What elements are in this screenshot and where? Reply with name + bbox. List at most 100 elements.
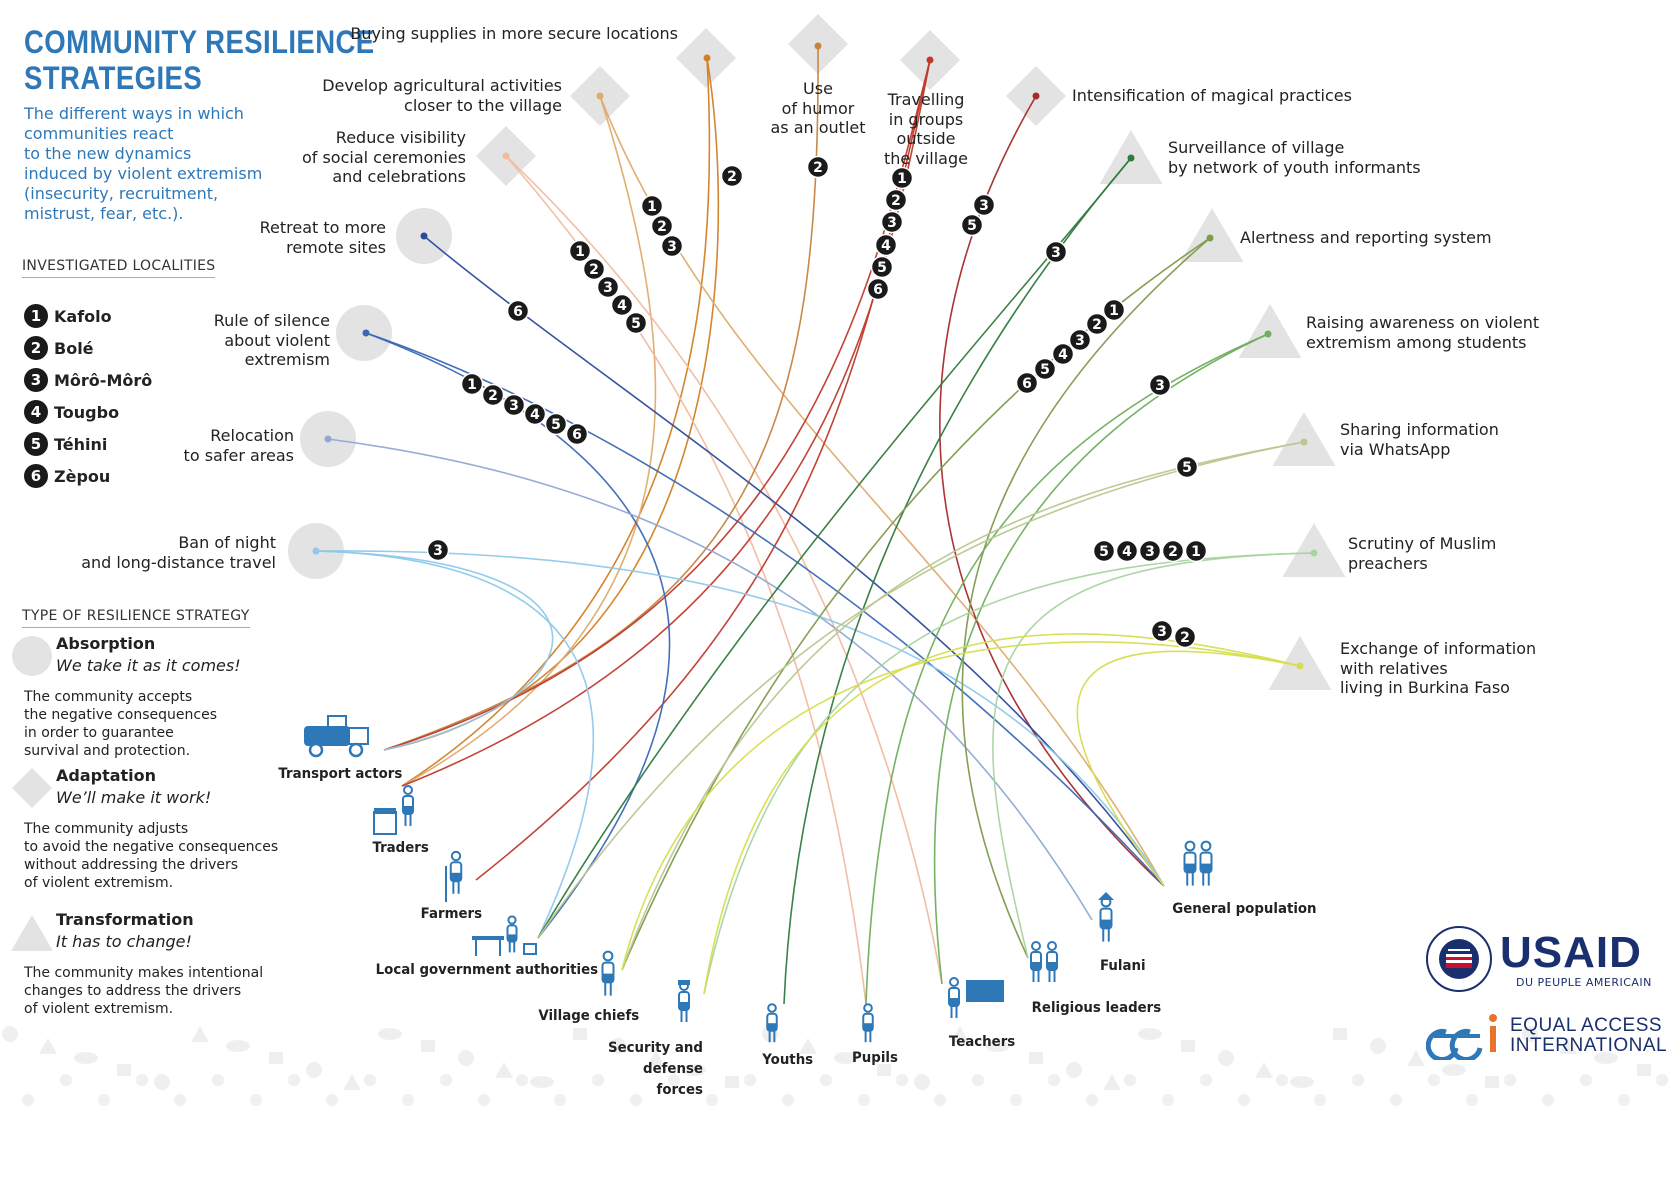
locality-badge: 2	[806, 155, 830, 179]
locality-badge-number: 3	[1075, 333, 1085, 349]
link-scrutiny-to-security	[703, 552, 1315, 995]
link-whatsapp-to-localgov	[537, 441, 1305, 939]
strategy-label-exchange: Exchange of information with relatives l…	[1340, 639, 1537, 697]
locality-badge-number: 2	[589, 262, 599, 278]
locality-badge-number: 4	[881, 238, 891, 254]
locality-badge-number: 5	[877, 260, 887, 276]
locality-badge: 3	[502, 393, 526, 417]
locality-badge-number: 1	[647, 199, 657, 215]
link-scrutiny-to-religious	[992, 552, 1315, 959]
locality-badge-number: 5	[1182, 460, 1192, 476]
link-exchange-to-general	[1076, 650, 1301, 887]
strategy-dot-agri	[596, 92, 604, 100]
locality-badge: 4	[523, 402, 547, 426]
locality-badge-number: 1	[897, 171, 907, 187]
locality-badge-number: 5	[1099, 544, 1109, 560]
circle-shape-icon	[12, 636, 52, 676]
locality-badge-number: 2	[1180, 630, 1190, 646]
locality-badge-number: 2	[727, 169, 737, 185]
locality-badge-number: 3	[1051, 245, 1061, 261]
eai-mark-icon	[1426, 1014, 1497, 1060]
strategy-dot-ban	[312, 547, 320, 555]
locality-badge: 5	[960, 213, 984, 237]
link-awareness-to-teachers	[933, 333, 1269, 985]
locality-badge: 1	[460, 372, 484, 396]
strategy-label-humor: Use of humor as an outlet	[770, 79, 866, 137]
link-alertness-to-chiefs	[621, 237, 1211, 971]
strategy-dot-silence	[362, 329, 370, 337]
locality-badge: 2	[720, 164, 744, 188]
locality-badge-number: 5	[631, 316, 641, 332]
strategy-dot-humor	[814, 42, 822, 50]
strategy-label-relocation: Relocation to safer areas	[183, 426, 294, 465]
strategy-dot-visibility	[502, 152, 510, 160]
locality-badge-number: 6	[1022, 376, 1032, 392]
strategy-type-description: The community accepts the negative conse…	[24, 689, 217, 759]
strategy-dot-relocation	[324, 435, 332, 443]
locality-number-badge: 6	[24, 464, 48, 488]
strategy-dot-scrutiny	[1310, 549, 1318, 557]
fulani-icon	[1098, 892, 1114, 942]
strategy-dot-whatsapp	[1300, 438, 1308, 446]
strategy-dot-surveillance	[1127, 154, 1135, 162]
triangle-shape-icon	[11, 915, 52, 951]
locality-badge: 6	[565, 422, 589, 446]
actor-label-localgov: Local government authorities	[375, 962, 599, 978]
strategy-label-silence: Rule of silence about violent extremism	[213, 311, 330, 369]
security-icon	[678, 980, 690, 1022]
strategy-label-visibility: Reduce visibility of social ceremonies a…	[301, 128, 466, 186]
locality-badge-number: 2	[657, 219, 667, 235]
pupils-icon	[862, 1003, 874, 1043]
locality-number-badge: 3	[24, 368, 48, 392]
locality-name: Zèpou	[54, 466, 111, 486]
locality-badge-number: 3	[1155, 378, 1165, 394]
locality-badge-number: 3	[887, 215, 897, 231]
locality-badge: 5	[1175, 455, 1199, 479]
locality-number-badge: 1	[24, 304, 48, 328]
general-icon	[1183, 840, 1213, 886]
locality-name: Bolé	[54, 338, 94, 358]
actor-label-transport: Transport actors	[278, 766, 403, 782]
locality-badge: 6	[866, 277, 890, 301]
usaid-logo: USAID DU PEUPLE AMERICAIN	[1424, 924, 1654, 994]
link-surveillance-to-localgov	[537, 157, 1132, 939]
link-ban-to-transport	[315, 550, 554, 751]
locality-badge: 2	[1085, 312, 1109, 336]
link-humor-to-transport	[383, 45, 819, 751]
locality-badge: 2	[650, 214, 674, 238]
link-exchange-to-chiefs	[621, 641, 1301, 971]
locality-badge-number: 3	[979, 198, 989, 214]
strategy-label-groups: Travelling in groups outside the village	[884, 90, 968, 168]
diamond-shape-icon	[12, 768, 52, 808]
locality-badge-number: 2	[1092, 317, 1102, 333]
locality-badge: 3	[1150, 619, 1174, 643]
traders-icon	[373, 785, 414, 835]
locality-badge: 4	[610, 293, 634, 317]
strategy-dot-buying	[703, 54, 711, 62]
link-groups-to-farmers	[475, 59, 931, 881]
locality-badge: 3	[880, 210, 904, 234]
locality-badge: 1	[1102, 298, 1126, 322]
localities-heading: INVESTIGATED LOCALITIES	[22, 258, 216, 278]
locality-name: Téhini	[54, 434, 108, 454]
strategy-type-motto: It has to change!	[56, 932, 192, 951]
locality-badge: 5	[1033, 357, 1057, 381]
locality-badge-number: 4	[617, 298, 627, 314]
locality-badge-number: 5	[1040, 362, 1050, 378]
usaid-tagline: DU PEUPLE AMERICAIN	[1516, 976, 1652, 989]
strategy-label-awareness: Raising awareness on violent extremism a…	[1306, 313, 1540, 352]
actor-label-pupils: Pupils	[851, 1050, 898, 1066]
strategy-dot-magic	[1032, 92, 1040, 100]
strategy-type-motto: We take it as it comes!	[56, 656, 241, 675]
strategy-label-surveillance: Surveillance of village by network of yo…	[1168, 138, 1421, 177]
locality-badge: 2	[582, 257, 606, 281]
ground-pattern	[2, 1026, 1668, 1106]
locality-badge-number: 3	[667, 239, 677, 255]
locality-badge-number: 4	[1058, 347, 1068, 363]
actor-label-farmers: Farmers	[420, 906, 483, 922]
